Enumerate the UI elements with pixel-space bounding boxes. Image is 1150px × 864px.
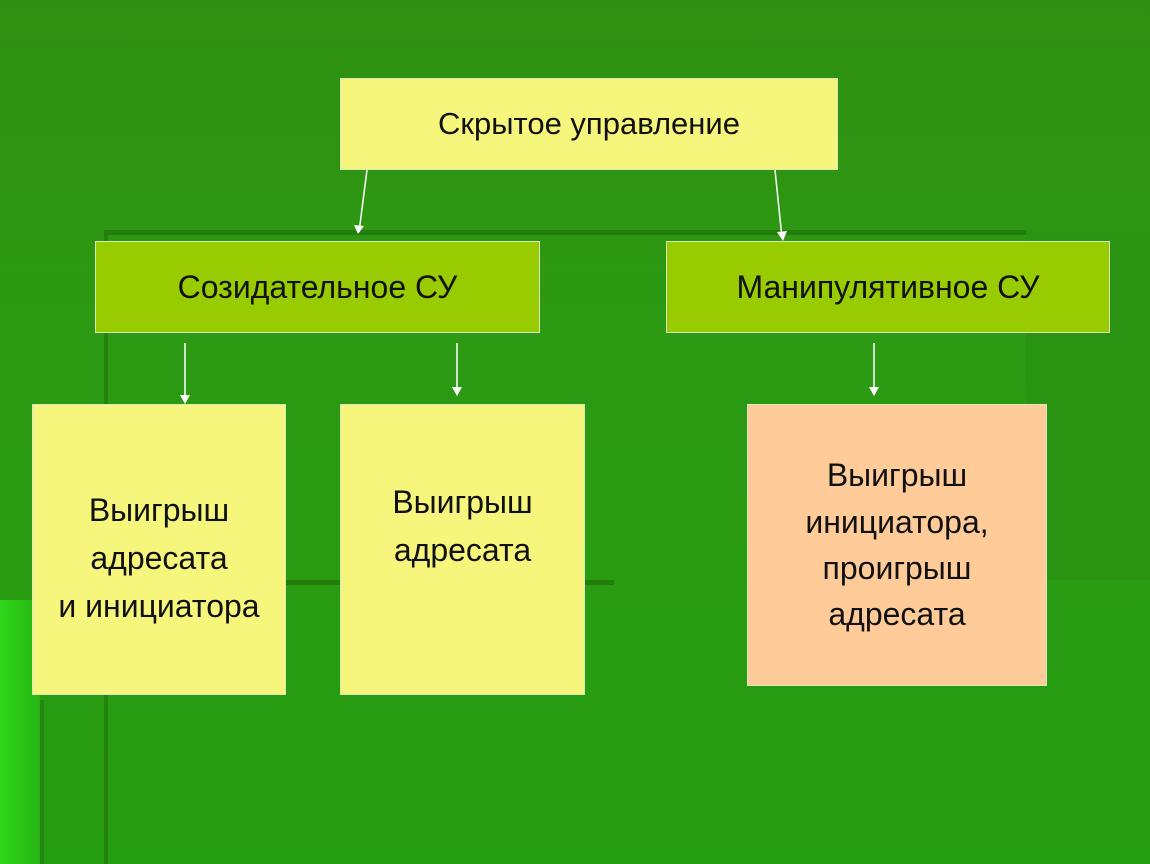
leaf-node-mutual-win: Выигрыш адресата и инициатора	[32, 404, 286, 695]
branch-node-creative-label: Созидательное СУ	[177, 268, 458, 305]
branch-node-manipulative: Манипулятивное СУ	[666, 241, 1110, 333]
arrow-root-to-manipulative	[774, 169, 783, 239]
leaf-node-initiator-win: Выигрыш инициатора, проигрыш адресата	[747, 404, 1047, 686]
branch-node-creative: Созидательное СУ	[95, 241, 540, 333]
background-divider-top	[104, 230, 1026, 235]
arrowhead-manipulative-to-leaf3	[869, 387, 879, 396]
root-node: Скрытое управление	[340, 78, 838, 170]
background-divider-left	[40, 700, 44, 864]
arrow-root-to-creative	[358, 169, 368, 233]
leaf-node-initiator-win-label: Выигрыш инициатора, проигрыш адресата	[805, 457, 989, 633]
root-node-label: Скрытое управление	[438, 106, 740, 141]
arrowhead-creative-to-leaf2	[452, 387, 462, 396]
leaf-node-recipient-win: Выигрыш адресата	[340, 404, 585, 695]
branch-node-manipulative-label: Манипулятивное СУ	[736, 268, 1040, 305]
arrowhead-creative-to-leaf1	[180, 395, 190, 404]
leaf-node-mutual-win-label: Выигрыш адресата и инициатора	[58, 491, 260, 624]
leaf-node-recipient-win-label: Выигрыш адресата	[392, 483, 533, 568]
